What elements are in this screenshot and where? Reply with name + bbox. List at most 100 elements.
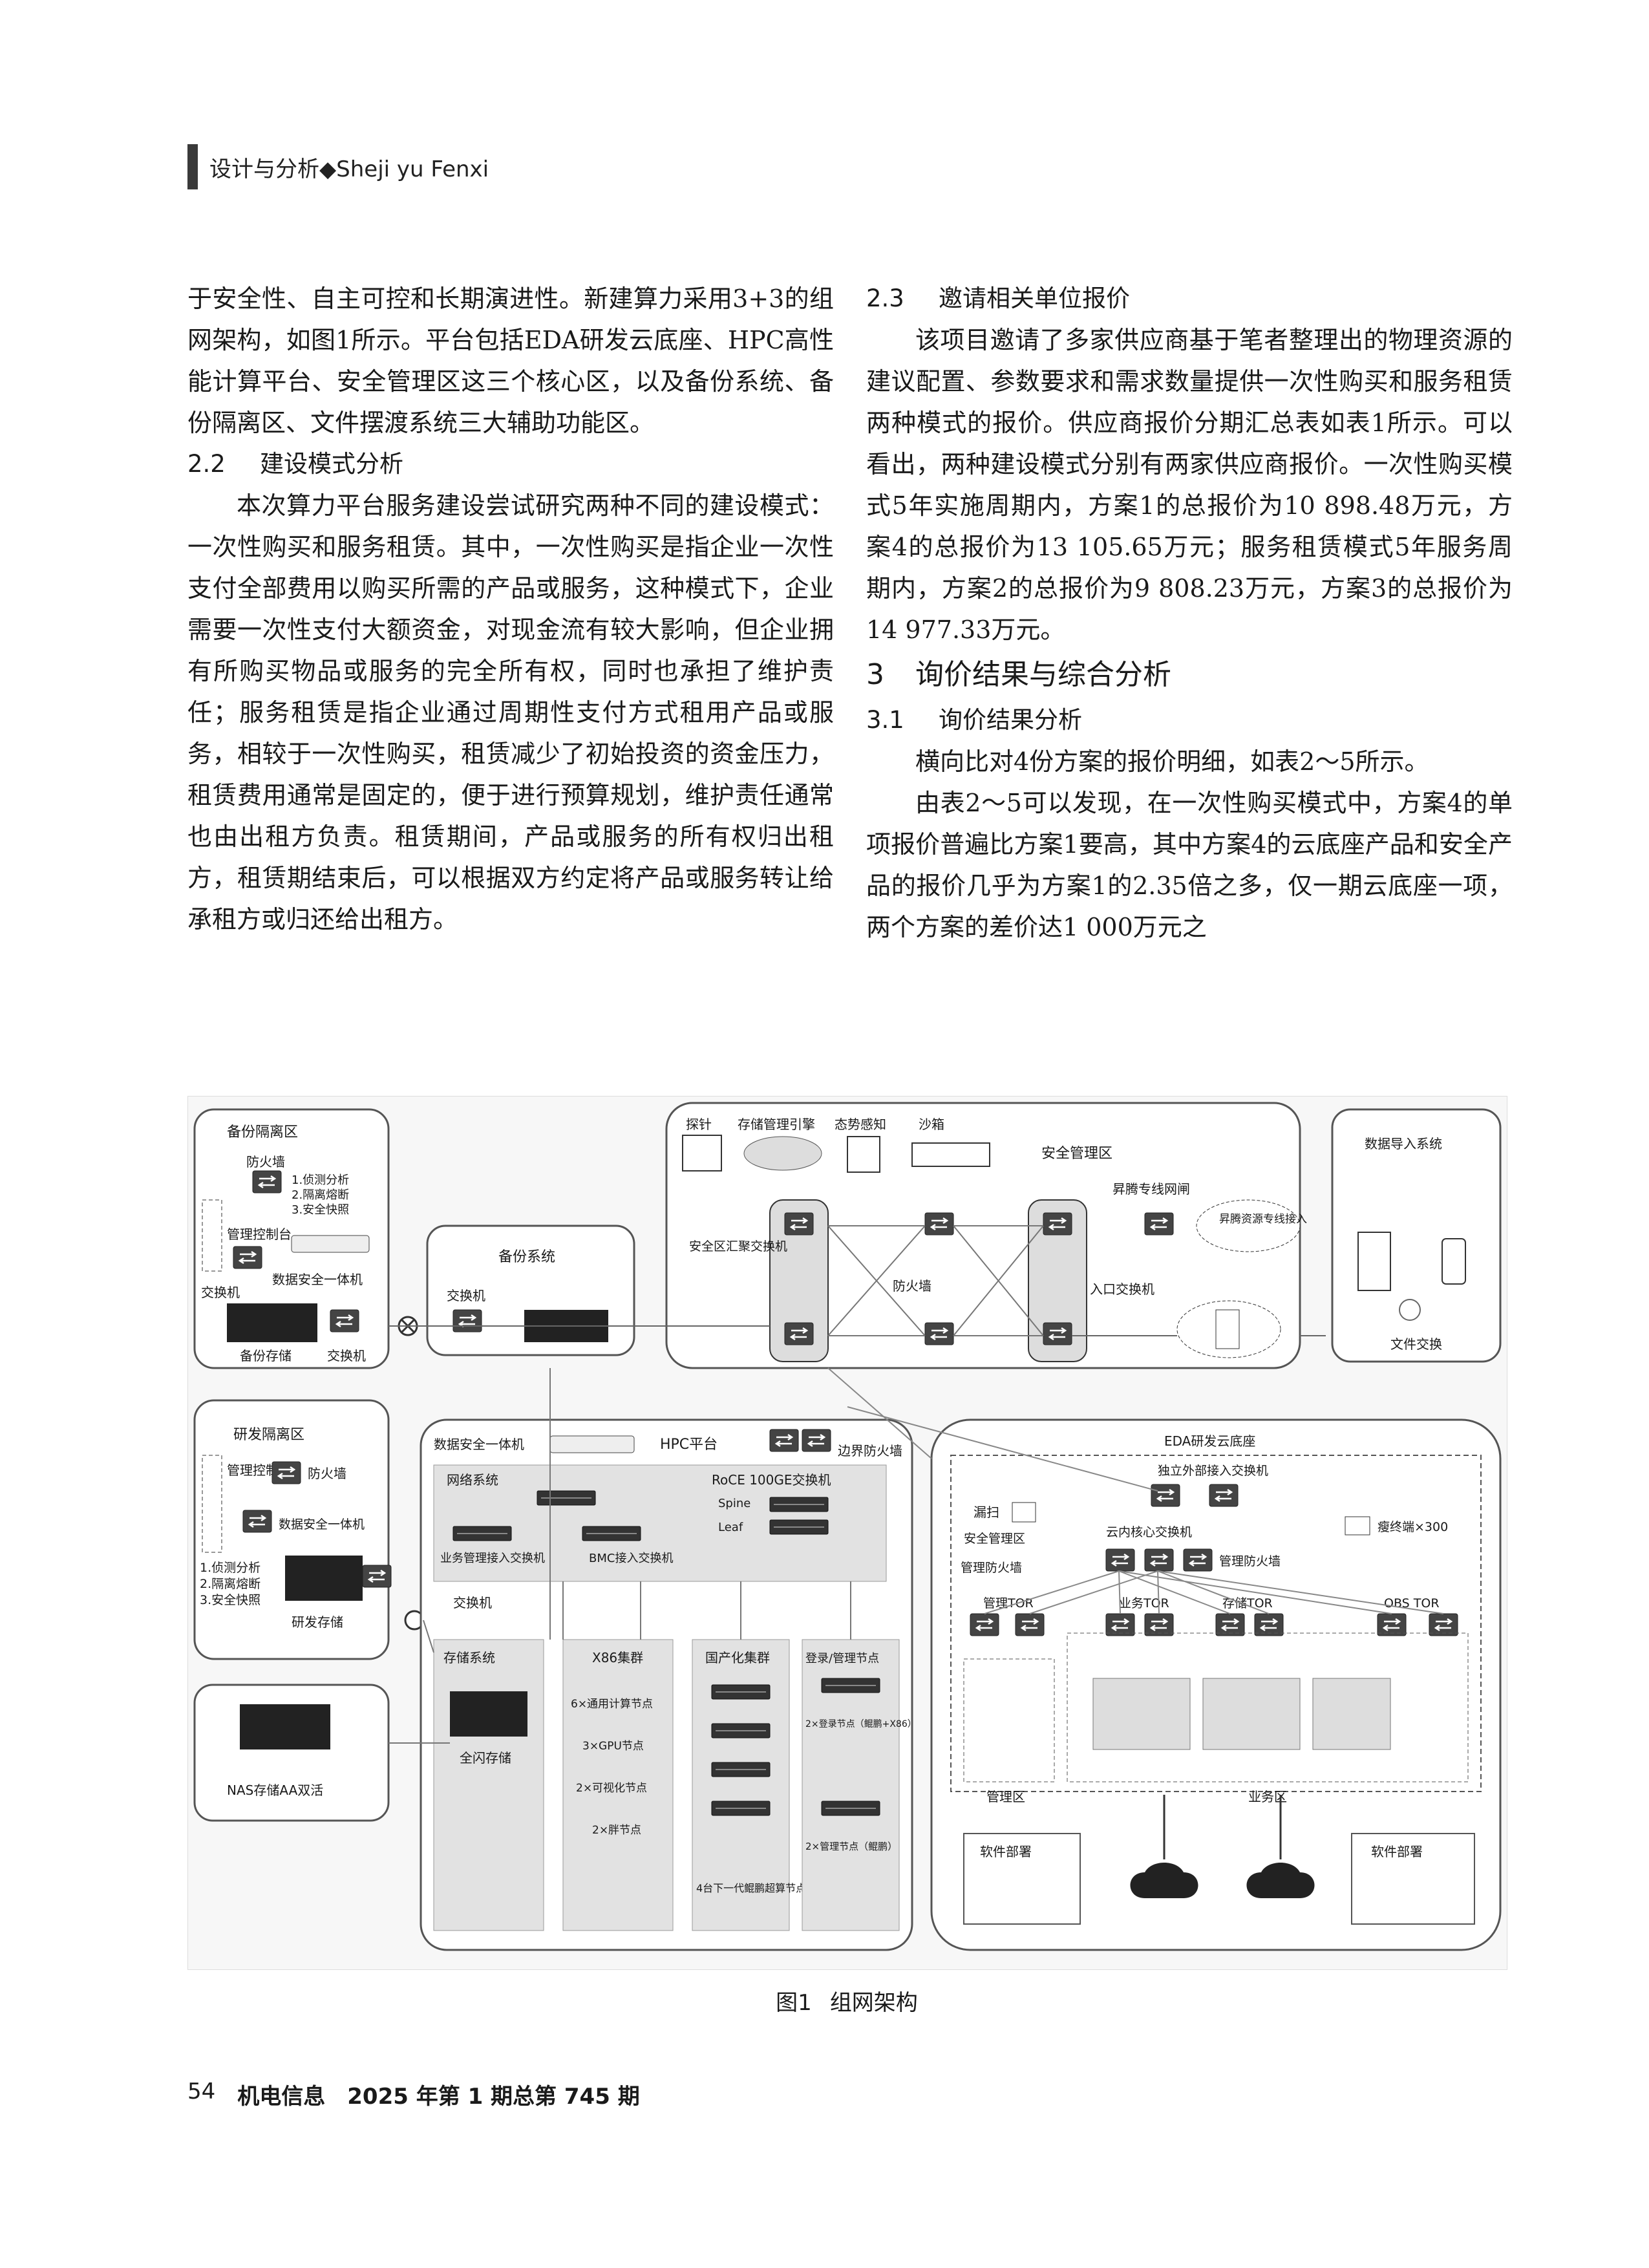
storage-az-block (1312, 1678, 1391, 1750)
label-sec-mgmt: 安全管理区 (1041, 1146, 1112, 1162)
switch-icon (783, 1321, 814, 1346)
switch-icon (1042, 1212, 1073, 1236)
label-biz-mgmt-switch: 业务管理接入交换机 (440, 1552, 545, 1565)
switch-icon (232, 1245, 263, 1270)
label-x86: X86集群 (592, 1650, 643, 1665)
label-login-2: 2×管理节点（鲲鹏） (805, 1841, 897, 1852)
label-detect-3: 3.安全快照 (292, 1203, 349, 1217)
label-sandbox: 沙箱 (919, 1117, 944, 1132)
page-number: 54 (187, 2079, 216, 2104)
entry-switch-group (1028, 1199, 1087, 1362)
gateway-icon (1144, 1212, 1175, 1236)
label-file-exchange: 文件交换 (1390, 1336, 1442, 1352)
figure-network-architecture: 备份隔离区 防火墙 1.侦测分析 2.隔离熔断 3.安全快照 管理控制台 数据安… (187, 1096, 1507, 1970)
tor-switch-icon (1215, 1612, 1246, 1637)
cloud-security-icon (1130, 1863, 1198, 1898)
label-entry-switch: 入口交换机 (1090, 1281, 1154, 1297)
firewall-icon (1182, 1548, 1213, 1572)
label-network-sys: 网络系统 (447, 1472, 498, 1488)
leaf-switch-icon (769, 1519, 829, 1535)
label-x86-2: 3×GPU节点 (582, 1740, 644, 1753)
running-header: 设计与分析◆Sheji yu Fenxi (187, 142, 489, 191)
firewall-icon (271, 1460, 302, 1485)
data-security-appliance-icon (549, 1435, 635, 1453)
section-number: 2.2 (187, 450, 226, 478)
label-switch-d: 交换机 (453, 1595, 492, 1610)
label-detect-1b: 1.侦测分析 (200, 1561, 261, 1575)
mgmt-node-icon (821, 1801, 880, 1816)
label-sec-agg: 安全区汇聚交换机 (689, 1239, 787, 1254)
section-title: 邀请相关单位报价 (939, 284, 1130, 312)
backup-storage-icon (227, 1303, 317, 1342)
label-mgmt-console-a: 管理控制台 (227, 1226, 292, 1242)
kunpeng-node-icon (711, 1684, 771, 1700)
figure-caption-number: 图1 (776, 1990, 812, 2016)
label-bmc-switch: BMC接入交换机 (589, 1552, 673, 1565)
label-mgmt-fw: 管理防火墙 (1219, 1554, 1281, 1568)
switch-icon (1150, 1483, 1181, 1508)
eda-inner-region (950, 1455, 1482, 1792)
label-firewall-b: 防火墙 (893, 1278, 931, 1294)
label-data-import: 数据导入系统 (1365, 1136, 1442, 1151)
label-eda: EDA研发云底座 (1164, 1433, 1255, 1449)
nas-storage-icon (240, 1704, 330, 1749)
data-security-appliance-icon (291, 1235, 370, 1253)
firewall-icon (251, 1170, 282, 1194)
label-firewall-a: 防火墙 (246, 1154, 285, 1170)
kunpeng-node-icon (711, 1762, 771, 1777)
switch-icon (242, 1509, 273, 1534)
switch-icon (783, 1212, 814, 1236)
sec-agg-group (769, 1199, 829, 1362)
paragraph: 该项目邀请了多家供应商基于笔者整理出的物理资源的建议配置、参数要求和需求数量提供… (866, 326, 1513, 644)
paragraph: 由表2～5可以发现，在一次性购买模式中，方案4的单项报价普遍比方案1要高，其中方… (866, 789, 1513, 941)
biz-switch-icon (452, 1526, 512, 1541)
firewall-icon (924, 1212, 955, 1236)
label-roce: RoCE 100GE交换机 (712, 1472, 831, 1488)
journal-name: 机电信息 (237, 2084, 326, 2110)
section-title: 建设模式分析 (260, 450, 403, 478)
label-login-1: 2×登录节点（鲲鹏+X86） (805, 1719, 917, 1729)
tor-switch-icon (1428, 1612, 1459, 1637)
spine-switch-icon (769, 1497, 829, 1512)
switch-icon (452, 1309, 483, 1333)
thin-client-icon (1345, 1516, 1370, 1535)
label-x86-4: 2×胖节点 (592, 1824, 641, 1837)
server-tower-icon (1215, 1309, 1240, 1349)
storage-engine-icon (743, 1136, 822, 1171)
label-detect-1: 1.侦测分析 (292, 1173, 349, 1187)
login-node-icon (821, 1678, 880, 1693)
situation-icon (847, 1136, 880, 1173)
deploy-arrows (1163, 1795, 1282, 1859)
tor-switch-icon (1253, 1612, 1284, 1637)
x86-cluster-panel (562, 1639, 674, 1931)
cross-zone-links (827, 1367, 1158, 1492)
label-probe: 探针 (686, 1117, 712, 1132)
label-detect-3b: 3.安全快照 (200, 1593, 261, 1607)
label-login-mgmt: 登录/管理节点 (805, 1652, 879, 1665)
header-bar (187, 144, 198, 189)
software-deploy-box-a (963, 1833, 1081, 1925)
bmc-switch-icon (582, 1526, 641, 1541)
label-detect-2: 2.隔离熔断 (292, 1188, 349, 1202)
kunpeng-node-icon (711, 1723, 771, 1738)
security-links (827, 1225, 1044, 1336)
label-leaf: Leaf (718, 1521, 743, 1534)
label-biz-tor: 业务TOR (1119, 1596, 1169, 1610)
label-domestic-item: 4台下一代鲲鹏超算节点 (696, 1882, 806, 1894)
label-hpc: HPC平台 (660, 1437, 718, 1453)
label-cloud-core: 云内核心交换机 (1106, 1525, 1192, 1539)
scanner-icon (1012, 1502, 1036, 1523)
label-rnd-iso: 研发隔离区 (233, 1427, 304, 1443)
console-rack (202, 1199, 222, 1272)
label-backup-sys: 备份系统 (498, 1249, 555, 1265)
tenant-security-icon (1246, 1863, 1315, 1898)
storage-system-panel (433, 1639, 544, 1931)
label-domestic: 国产化集群 (705, 1650, 770, 1665)
border-firewall-icon (769, 1428, 800, 1453)
label-switch-b: 交换机 (327, 1348, 366, 1364)
compute-az-block (1092, 1678, 1191, 1750)
backup-links (388, 1325, 1326, 1336)
